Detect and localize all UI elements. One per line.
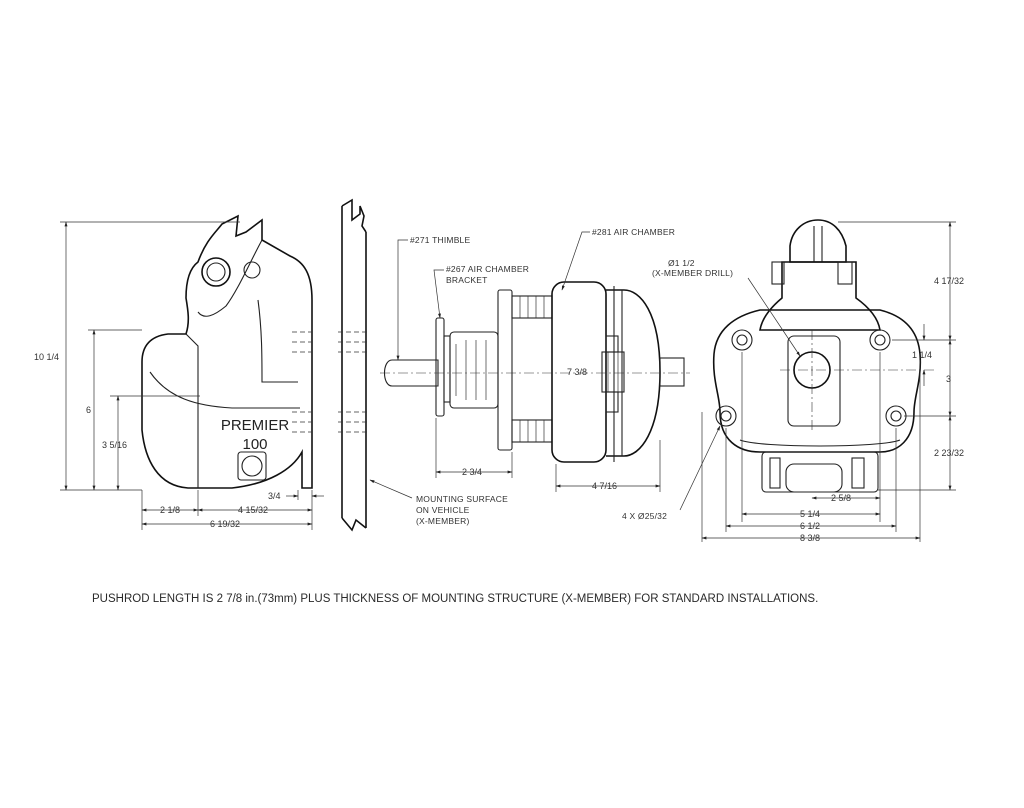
dim-7-3-8: 7 3/8 — [567, 367, 587, 377]
dim-height-total: 10 1/4 — [34, 352, 59, 362]
dim-3-4: 3/4 — [268, 491, 281, 501]
dim-2-3-4: 2 3/4 — [462, 467, 482, 477]
dim-height-3-5-16: 3 5/16 — [102, 440, 127, 450]
brand-line1: PREMIER — [221, 417, 290, 434]
hook-body — [141, 214, 313, 489]
label-holes: 4 X Ø25/32 — [622, 511, 667, 521]
dim-2-23-32: 2 23/32 — [934, 448, 964, 458]
dim-4-7-16: 4 7/16 — [592, 481, 617, 491]
dim-3: 3 — [946, 374, 951, 384]
dim-4-15-32: 4 15/32 — [238, 505, 268, 515]
label-thimble: #271 THIMBLE — [410, 235, 470, 245]
label-bracket-2: BRACKET — [446, 275, 488, 285]
mounting-label-3: (X-MEMBER) — [416, 516, 469, 526]
dim-8-3-8: 8 3/8 — [800, 533, 820, 543]
pin-circle — [201, 257, 231, 287]
side-view: PREMIER 100 10 1/4 6 3 5/16 3/4 2 1/8 4 … — [34, 214, 324, 530]
dim-2-1-8: 2 1/8 — [160, 505, 180, 515]
dim-6-19-32: 6 19/32 — [210, 519, 240, 529]
mounting-label-1: MOUNTING SURFACE — [416, 494, 508, 504]
pushrod-footnote: PUSHROD LENGTH IS 2 7/8 in.(73mm) PLUS T… — [92, 593, 819, 605]
dim-5-1-4: 5 1/4 — [800, 509, 820, 519]
dim-height-6: 6 — [86, 405, 91, 415]
dim-4-17-32: 4 17/32 — [934, 276, 964, 286]
label-air-chamber: #281 AIR CHAMBER — [592, 227, 675, 237]
label-bracket-1: #267 AIR CHAMBER — [446, 264, 529, 274]
brand-line2: 100 — [242, 436, 267, 453]
dim-2-5-8: 2 5/8 — [831, 493, 851, 503]
air-chamber-view: 7 3/8 #271 THIMBLE #267 AIR CHAMBER BRAC… — [380, 227, 690, 492]
dim-1-1-4: 1 1/4 — [912, 350, 932, 360]
front-view: Ø1 1/2 (X-MEMBER DRILL) 4 X Ø25/32 4 17/… — [622, 219, 964, 543]
label-drill-1: Ø1 1/2 — [668, 258, 695, 268]
mounting-surface-view: MOUNTING SURFACE ON VEHICLE (X-MEMBER) — [338, 198, 508, 532]
label-drill-2: (X-MEMBER DRILL) — [652, 268, 733, 278]
mounting-label-2: ON VEHICLE — [416, 505, 470, 515]
dim-6-1-2: 6 1/2 — [800, 521, 820, 531]
